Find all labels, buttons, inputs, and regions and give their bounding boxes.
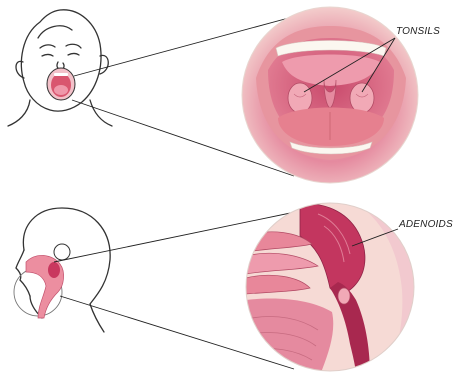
child-mouth-open: [47, 68, 75, 100]
tonsils-label: TONSILS: [396, 26, 440, 37]
magnified-cross-section-view: [246, 200, 416, 374]
adenoids-label: ADENOIDS: [399, 219, 453, 230]
magnified-mouth-view: [242, 7, 418, 183]
profile-airway: [26, 255, 64, 318]
